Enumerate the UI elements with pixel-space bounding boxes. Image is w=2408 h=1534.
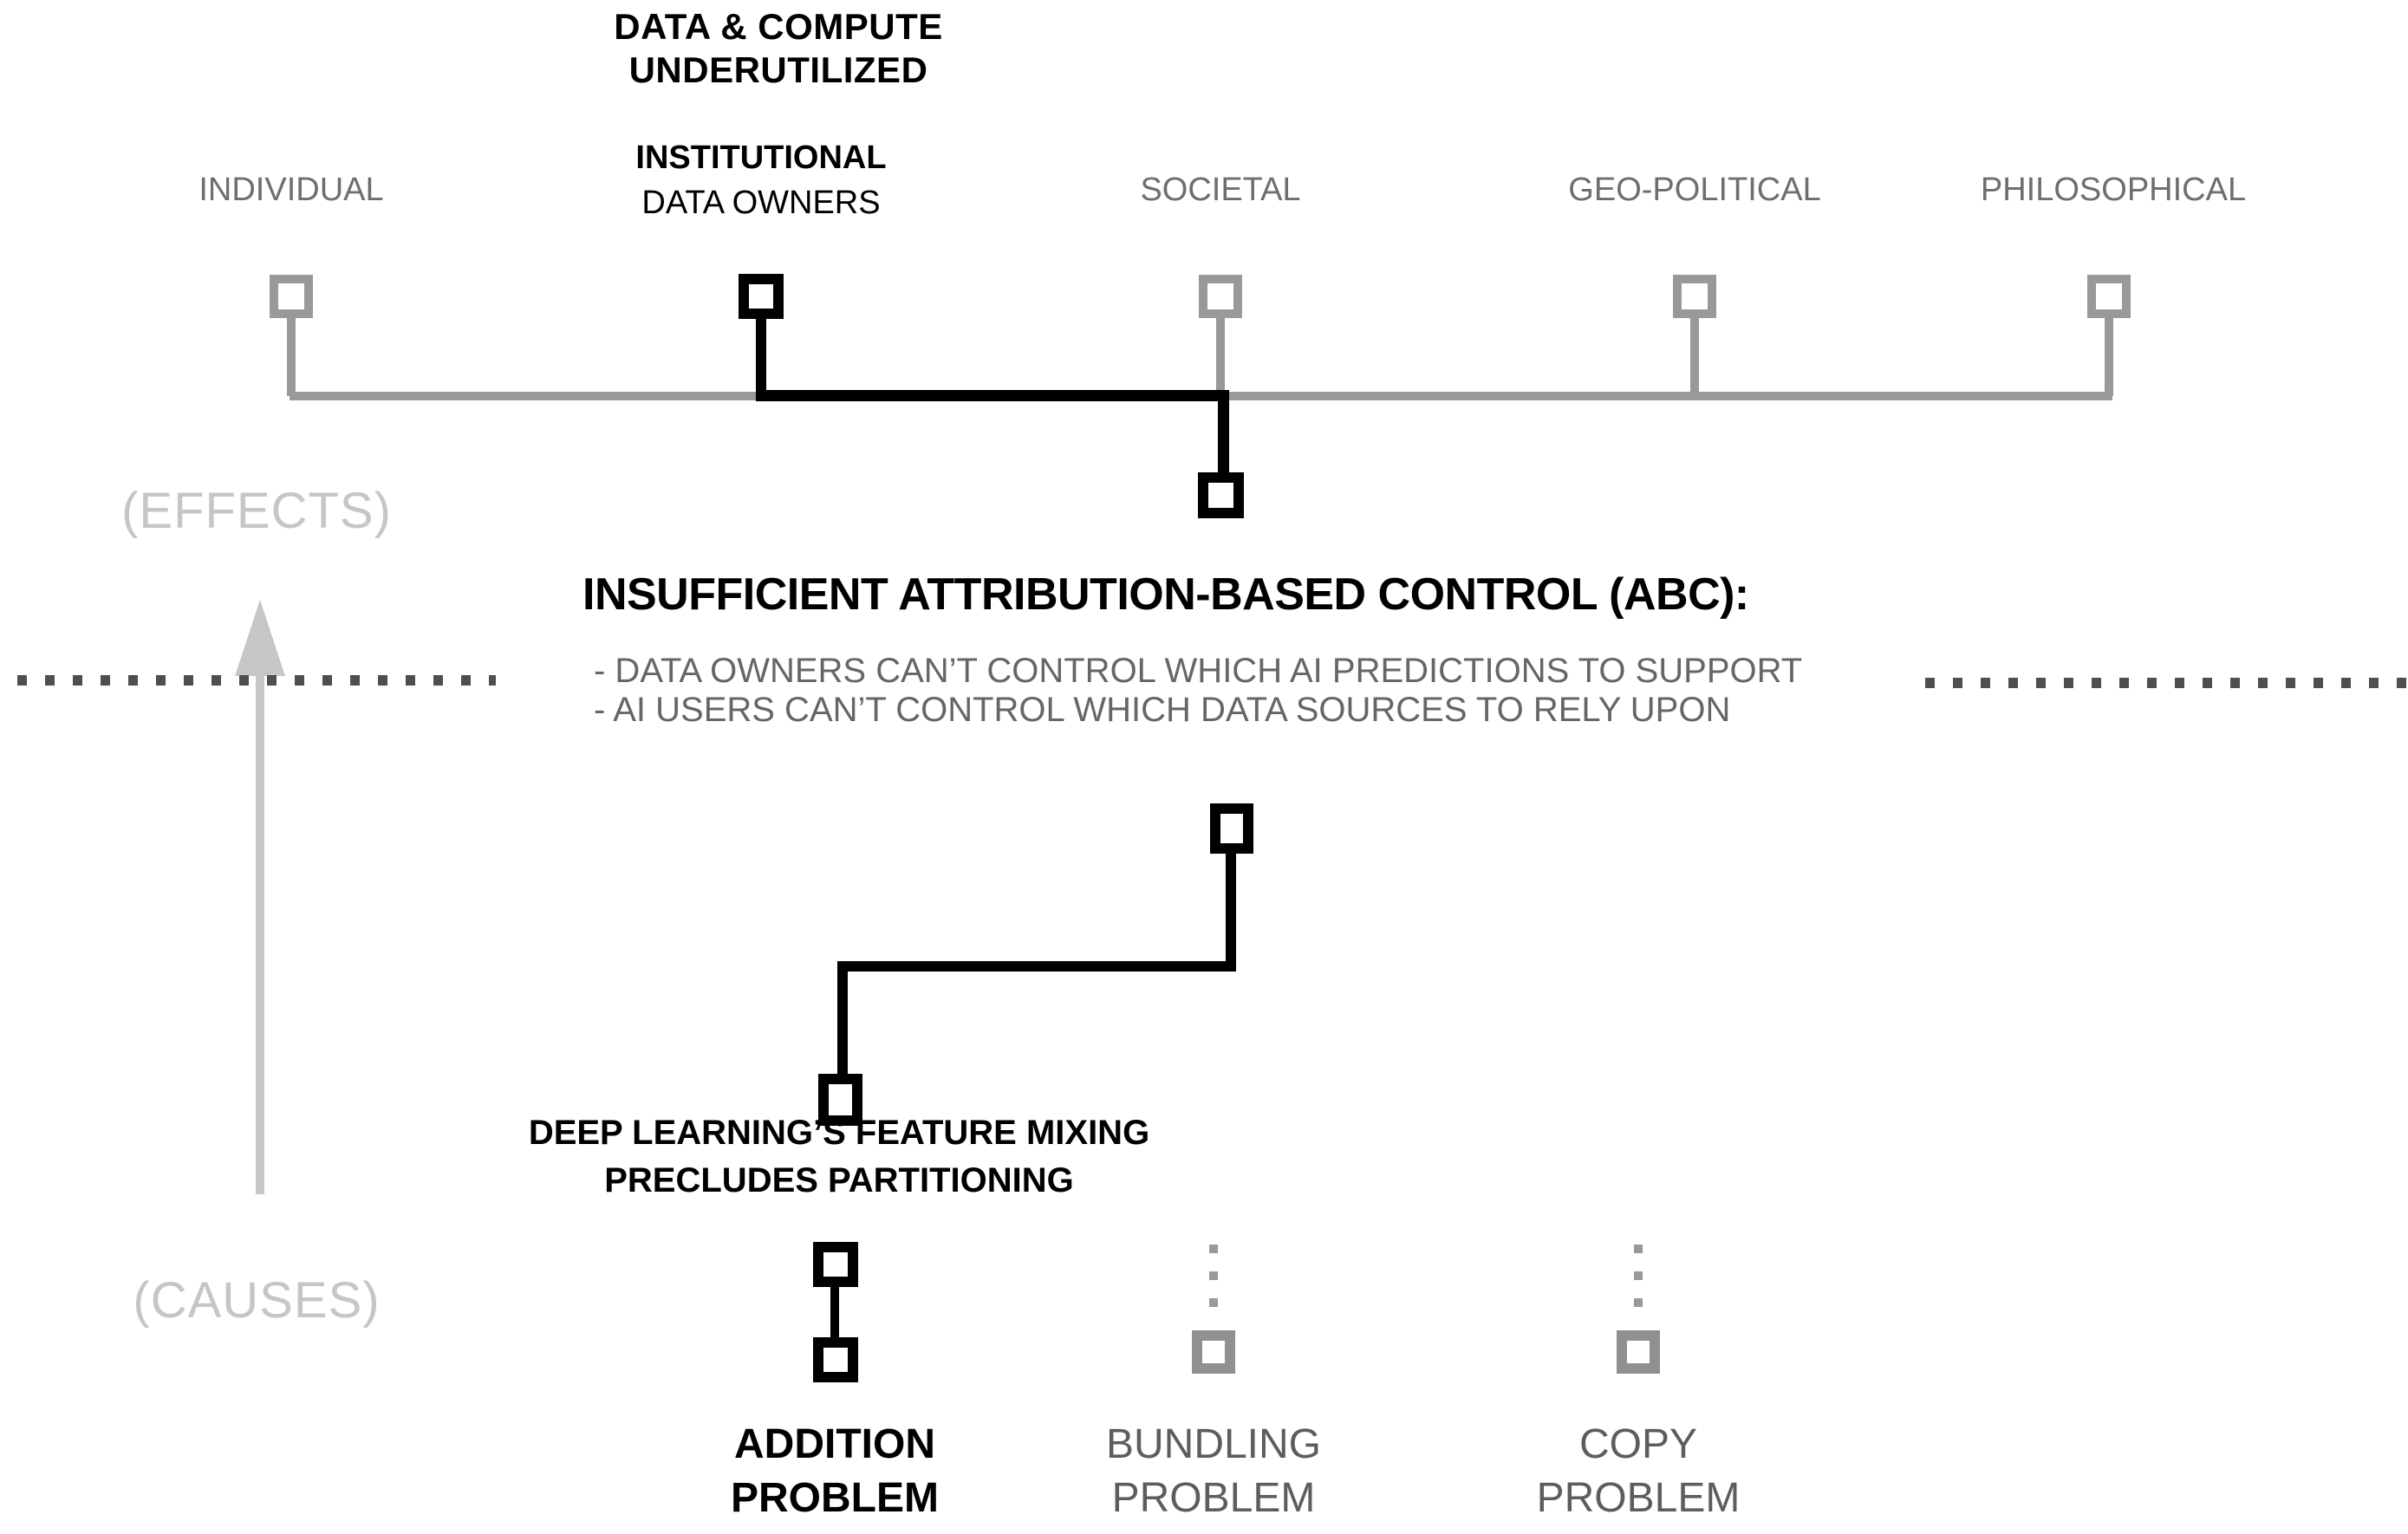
copy-node: [1617, 1330, 1660, 1374]
stem-institutional-black: [756, 318, 766, 396]
bundling-node: [1192, 1330, 1235, 1374]
copy-problem-line2: PROBLEM: [1536, 1475, 1741, 1521]
divider-dotted-left: [17, 675, 496, 686]
emphasis-bus-segment: [756, 390, 1229, 401]
category-label-geopolitical: GEO-POLITICAL: [1568, 172, 1821, 208]
addition-node-top: [813, 1242, 858, 1287]
effects-label: (EFFECTS): [121, 483, 392, 539]
abc-top-node: [1198, 472, 1244, 518]
category-label-individual: INDIVIDUAL: [198, 172, 384, 208]
cause-link-top-node: [1210, 803, 1253, 854]
copy-dashed-stem: [1634, 1245, 1643, 1312]
node-geopolitical: [1673, 275, 1716, 318]
stem-geopolitical: [1690, 318, 1699, 396]
node-institutional: [739, 274, 784, 319]
category-label-institutional-line1: INSTITUTIONAL: [635, 140, 887, 176]
addition-node-bottom: [813, 1337, 858, 1382]
abc-bullet-1: - DATA OWNERS CAN’T CONTROL WHICH AI PRE…: [594, 652, 1803, 690]
emphasis-drop-line: [1218, 390, 1229, 473]
abc-bullet-2: - AI USERS CAN’T CONTROL WHICH DATA SOUR…: [594, 691, 1731, 729]
stem-philosophical: [2105, 318, 2113, 396]
addition-problem-line2: PROBLEM: [731, 1475, 939, 1521]
cause-note-line2: PRECLUDES PARTITIONING: [604, 1161, 1074, 1199]
bundling-dashed-stem: [1209, 1245, 1218, 1312]
stem-individual: [287, 318, 296, 396]
node-societal: [1199, 275, 1242, 318]
category-label-institutional-line2: DATA OWNERS: [641, 185, 881, 221]
cause-link-hline: [837, 961, 1236, 972]
causes-label: (CAUSES): [133, 1272, 381, 1329]
cause-note-line1: DEEP LEARNING’S FEATURE MIXING: [528, 1114, 1150, 1152]
addition-link-line: [830, 1287, 839, 1339]
abc-bullets: - DATA OWNERS CAN’T CONTROL WHICH AI PRE…: [594, 652, 1802, 730]
copy-problem-label: COPY PROBLEM: [1422, 1418, 1855, 1525]
abc-heading: INSUFFICIENT ATTRIBUTION-BASED CONTROL (…: [582, 569, 1749, 620]
category-label-societal: SOCIETAL: [1140, 172, 1301, 208]
effect-title: DATA & COMPUTE UNDERUTILIZED: [562, 5, 995, 92]
effect-title-line2: UNDERUTILIZED: [628, 49, 928, 90]
divider-dotted-right: [1925, 678, 2408, 688]
effect-title-line1: DATA & COMPUTE: [614, 6, 943, 47]
bundling-problem-label: BUNDLING PROBLEM: [997, 1418, 1430, 1525]
cause-link-bottom-node: [818, 1074, 862, 1126]
category-label-philosophical: PHILOSOPHICAL: [1980, 172, 2247, 208]
cause-note: DEEP LEARNING’S FEATURE MIXING PRECLUDES…: [492, 1109, 1186, 1205]
category-label-institutional: INSTITUTIONAL DATA OWNERS: [588, 135, 934, 225]
cause-link-vline: [837, 961, 848, 1076]
node-philosophical: [2087, 275, 2131, 318]
copy-problem-line1: COPY: [1578, 1421, 1698, 1467]
bundling-problem-line1: BUNDLING: [1105, 1421, 1322, 1467]
addition-problem-label: ADDITION PROBLEM: [618, 1418, 1051, 1525]
addition-problem-line1: ADDITION: [734, 1421, 935, 1467]
causal-arrow-stem: [256, 669, 264, 1194]
node-individual: [270, 275, 313, 318]
cause-link-stem: [1226, 852, 1236, 963]
bundling-problem-line2: PROBLEM: [1111, 1475, 1316, 1521]
stem-societal: [1216, 318, 1225, 396]
causal-arrow-head: [235, 600, 285, 676]
